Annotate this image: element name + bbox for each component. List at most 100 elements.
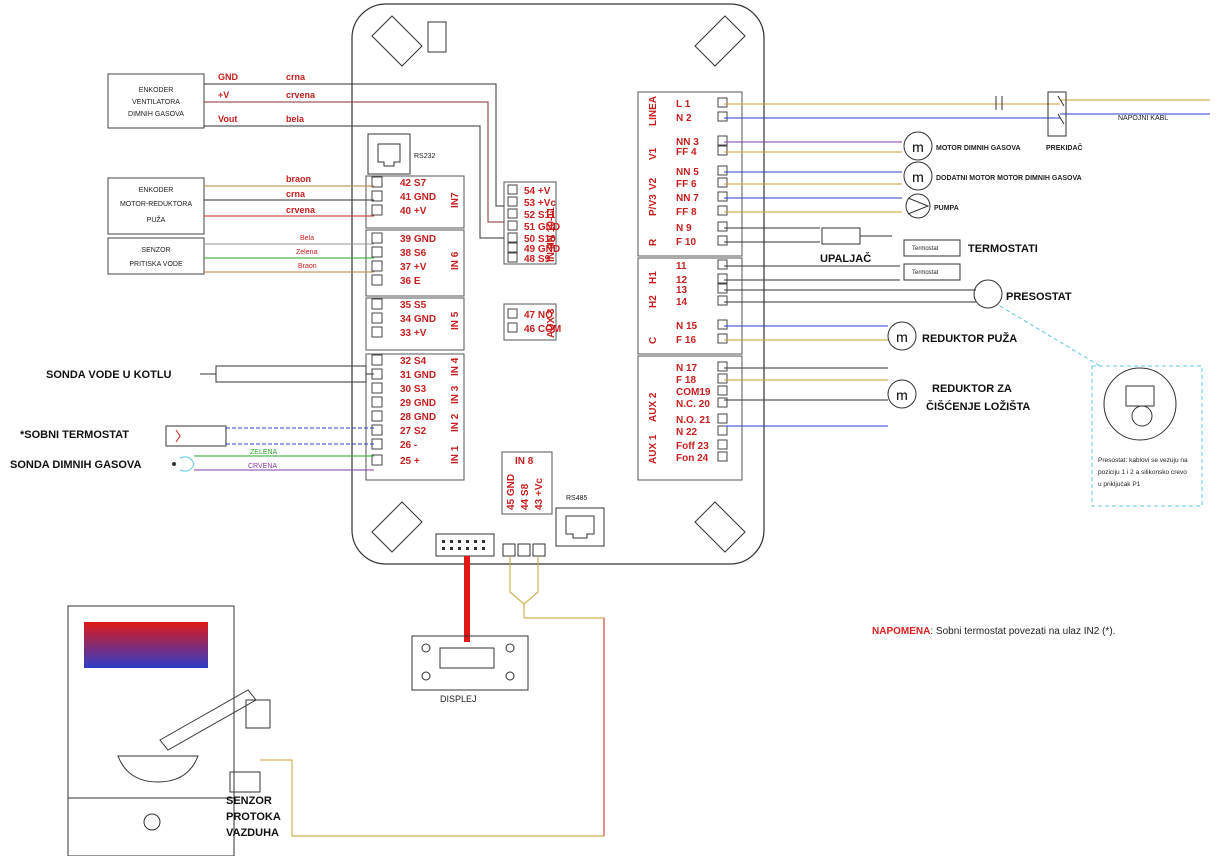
right-terminal-screw <box>717 177 728 188</box>
right-terminals: L 1N 2NN 3FF 4NN 5FF 6NN 7FF 8N 9F 10111… <box>648 96 728 464</box>
left-terminal-label: 28 GND <box>400 412 436 423</box>
right-terminal-label: N 22 <box>676 427 698 438</box>
right-terminal-screw <box>717 333 728 344</box>
wire-zelena: Zelena <box>296 249 318 256</box>
wire-plus-v: +V <box>218 90 229 100</box>
left-terminal-screw <box>371 274 383 286</box>
in9-label: IN 9 <box>546 243 557 262</box>
right-terminal-label: F 10 <box>676 237 696 248</box>
reduktor-ciscenje: m REDUKTOR ZA ČIŠĆENJE LOŽIŠTA <box>887 379 1030 413</box>
napomena-note: NAPOMENA: Sobni termostat povezati na ul… <box>872 626 1115 637</box>
mid-terminal-label: 50 S10 <box>524 234 556 245</box>
right-terminal-label: FF 6 <box>676 179 697 190</box>
motor-encoder-wires <box>204 185 374 273</box>
reduktor-ciscenje-line2: ČIŠĆENJE LOŽIŠTA <box>926 400 1030 413</box>
termostat-2: Termostat <box>912 270 939 276</box>
sobni-termostat-label: *SOBNI TERMOSTAT <box>20 429 129 441</box>
aux-terminal-label: 47 NO <box>524 310 553 321</box>
right-terminal-screw <box>717 221 728 232</box>
right-terminal-screw <box>717 191 728 202</box>
encoder-fan-line2: VENTILATORA <box>132 99 180 106</box>
motor-dimnih-m: m <box>912 139 924 155</box>
mid-terminal-label: 53 +Vc <box>524 198 556 209</box>
left-terminal-label: 34 GND <box>400 314 436 325</box>
left-terminal-screw <box>371 454 383 466</box>
right-terminal-label: L 1 <box>676 99 691 110</box>
presostat-label: PRESOSTAT <box>1006 291 1072 303</box>
display-label: DISPLEJ <box>440 694 477 704</box>
left-terminal-label: 25 + <box>400 456 420 467</box>
left-terminal-screw <box>371 354 383 366</box>
right-terminal-screw <box>717 451 728 462</box>
input-group-label: IN 5 <box>450 311 461 330</box>
right-terminal-screw <box>717 145 728 156</box>
termostati-label: TERMOSTATI <box>968 243 1038 255</box>
encoder-fan-box: ENKODER VENTILATORA DIMNIH GASOVA <box>107 73 205 129</box>
rs485-port: RS485 <box>555 495 605 547</box>
mid-terminal-label: 51 GND <box>524 222 560 233</box>
right-terminal-label: F 16 <box>676 335 696 346</box>
input-group-label: IN7 <box>450 192 461 208</box>
motor-dodatni-m: m <box>912 169 924 185</box>
output-group-label: H2 <box>648 295 659 308</box>
sonda-dimnih-label: SONDA DIMNIH GASOVA <box>10 459 141 471</box>
encoder-motor-box: ENKODER MOTOR-REDUKTORA PUŽA <box>107 177 205 235</box>
wire-zelena-low: ZELENA <box>250 449 278 456</box>
wire-gnd: GND <box>218 72 239 82</box>
mid-terminal-label: 54 +V <box>524 186 551 197</box>
left-terminal-label: 32 S4 <box>400 356 427 367</box>
left-terminal-block <box>365 175 465 481</box>
output-group-label: R <box>648 238 659 246</box>
in8-terminal-label: 44 S8 <box>520 483 531 510</box>
right-terminal-label: 12 <box>676 275 688 286</box>
display-unit: DISPLEJ <box>411 635 529 704</box>
reduktor-ciscenje-m: m <box>896 387 908 403</box>
boiler-illustration: SENZOR PROTOKA VAZDUHA <box>67 605 281 856</box>
right-terminal-block <box>637 91 743 481</box>
right-terminal-label: N 17 <box>676 363 698 374</box>
right-terminal-label: 14 <box>676 297 688 308</box>
wire-vout: Vout <box>218 114 237 124</box>
prekidac-label: PREKIDAČ <box>1046 143 1083 152</box>
left-terminal-label: 38 S6 <box>400 248 427 259</box>
right-terminal-label: N 15 <box>676 321 698 332</box>
right-terminal-screw <box>717 111 728 122</box>
sobni-termostat: *SOBNI TERMOSTAT <box>20 425 374 447</box>
napomena-text: : Sobni termostat povezati na ulaz IN2 (… <box>930 626 1116 637</box>
encoder-fan-line3: DIMNIH GASOVA <box>128 111 184 118</box>
left-terminal-label: 26 - <box>400 440 417 451</box>
right-terminal-screw <box>717 385 728 396</box>
termostat-1: Termostat <box>912 246 939 252</box>
display-cable <box>464 556 470 642</box>
reduktor-puza-label: REDUKTOR PUŽA <box>922 332 1017 345</box>
right-terminal-label: Fon 24 <box>676 453 709 464</box>
output-group-label: C <box>648 337 659 344</box>
left-terminal-screw <box>371 298 383 310</box>
left-terminal-screw <box>371 424 383 436</box>
right-terminal-label: FF 8 <box>676 207 697 218</box>
left-terminal-label: 39 GND <box>400 234 436 245</box>
senzor-protoka-line3: VAZDUHA <box>226 827 279 839</box>
motor-dodatni: m DODATNI MOTOR MOTOR DIMNIH GASOVA <box>903 161 1082 191</box>
left-terminal-screw <box>371 204 383 216</box>
presostat-note-2: poziciju 1 i 2 a silikonsko crevo <box>1098 469 1187 476</box>
mid-terminal-label: 49 GND <box>524 244 560 255</box>
right-terminal-screw <box>717 283 728 294</box>
reduktor-puza-m: m <box>896 329 908 345</box>
right-terminal-screw <box>717 97 728 108</box>
right-terminal-screw <box>717 165 728 176</box>
right-terminal-label: NN 3 <box>676 137 699 148</box>
pressure-sensor-line1: SENZOR <box>141 247 170 254</box>
right-terminal-label: NN 5 <box>676 167 699 178</box>
right-terminal-label: N.O. 21 <box>676 415 711 426</box>
in8-terminal-label: 45 GND <box>506 474 517 510</box>
right-terminal-label: FF 4 <box>676 147 697 158</box>
right-terminal-label: 13 <box>676 285 688 296</box>
senzor-protoka-line2: PROTOKA <box>226 811 281 823</box>
right-terminal-screw <box>717 361 728 372</box>
mid-terminal-label: 52 S11 <box>524 210 556 221</box>
right-terminal-label: N 9 <box>676 223 692 234</box>
left-terminal-screw <box>371 396 383 408</box>
